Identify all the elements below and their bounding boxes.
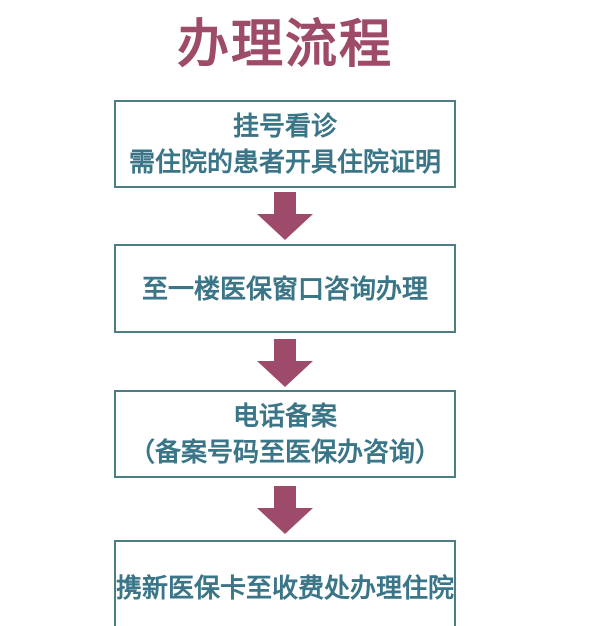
down-block-arrow-icon	[257, 192, 313, 240]
flow-step-2-line-1: 至一楼医保窗口咨询办理	[141, 273, 428, 304]
page-title: 办理流程	[176, 16, 393, 74]
flow-step-1-line-1: 挂号看诊	[232, 111, 337, 141]
flow-step-3: 电话备案 （备案号码至医保办咨询）	[114, 390, 456, 478]
flow-step-3-line-1: 电话备案	[232, 401, 337, 431]
flow-step-4-line-1: 携新医保卡至收费处办理住院	[116, 573, 455, 603]
down-block-arrow-icon	[257, 486, 313, 534]
flow-step-2: 至一楼医保窗口咨询办理	[114, 244, 456, 333]
flow-step-1-line-2: 需住院的患者开具住院证明	[128, 147, 441, 177]
down-block-arrow-icon	[257, 339, 313, 387]
flow-step-3-line-2: （备案号码至医保办咨询）	[128, 437, 441, 467]
flow-step-1: 挂号看诊 需住院的患者开具住院证明	[114, 100, 456, 188]
flow-step-4: 携新医保卡至收费处办理住院	[114, 540, 456, 626]
